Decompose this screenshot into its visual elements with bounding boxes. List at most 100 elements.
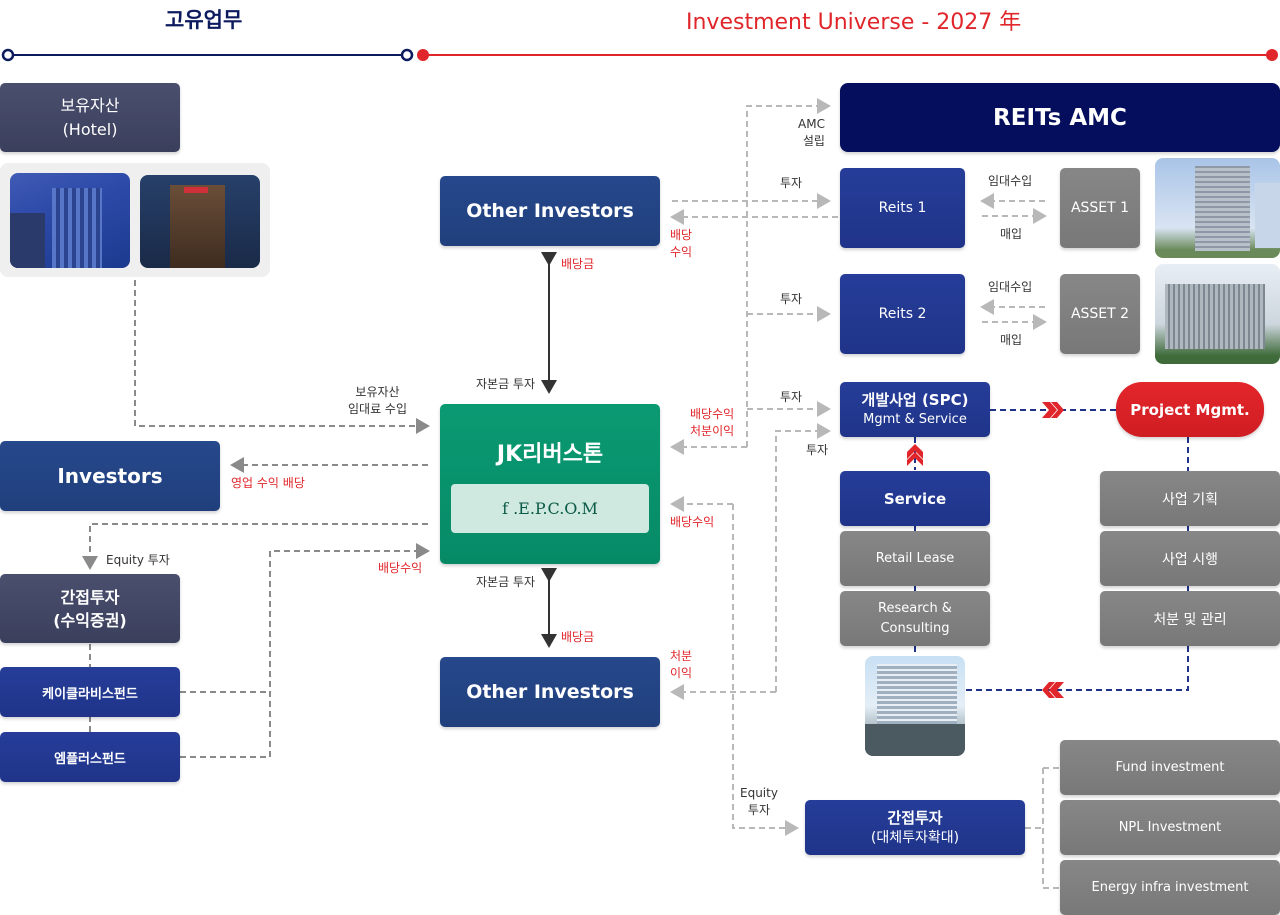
project-step-disposal: 처분 및 관리: [1100, 591, 1280, 646]
chevron-right-icon: [1042, 402, 1064, 418]
label-line: 설립: [802, 134, 825, 148]
holding-asset-title: 보유자산: [60, 95, 120, 115]
invest-label-spc: 투자: [780, 390, 803, 404]
label-line: 투자: [747, 803, 771, 817]
fund-box-kclavis: 케이클라비스펀드: [0, 667, 180, 717]
dividend-top-label: 배당금: [561, 257, 595, 271]
capital-top-label: 자본금 투자: [476, 377, 536, 391]
service-box: Service: [840, 471, 990, 526]
equity-investment-label: Equity 투자: [106, 553, 170, 567]
npl-investment-box: NPL Investment: [1060, 800, 1280, 855]
chevron-up-icon: [907, 444, 923, 466]
alt-investment-box: 간접투자 (대체투자확대): [805, 800, 1025, 855]
holding-asset-box: 보유자산 (Hotel): [0, 83, 180, 152]
dividend-income-mid-label: 배당수익: [670, 515, 715, 529]
energy-infra-investment-box: Energy infra investment: [1060, 860, 1280, 915]
label-line: 수익: [670, 245, 693, 259]
project-step-execution: 사업 시행: [1100, 531, 1280, 586]
label-line: 임대료 수입: [348, 402, 408, 416]
rent-income-label: 임대수입: [988, 280, 1033, 294]
holding-asset-sub: (Hotel): [62, 119, 118, 139]
dividend-income-top-label: 배당 수익: [670, 227, 692, 261]
alt-item-label: Fund investment: [1115, 760, 1225, 775]
asset-2-box: ASSET 2: [1060, 274, 1140, 354]
company-name: JK리버스톤: [496, 442, 604, 467]
alt-invest-sub: (대체투자확대): [870, 829, 960, 846]
spc-sub: Mgmt & Service: [863, 411, 967, 427]
dividend-bottom-label: 배당금: [561, 630, 595, 644]
project-step-label: 사업 시행: [1162, 551, 1218, 568]
indirect-investment-box: 간접투자 (수익증권): [0, 574, 180, 643]
reits-amc-label: REITs AMC: [993, 104, 1127, 131]
project-step-label: 처분 및 관리: [1153, 611, 1227, 628]
service-item-label: Research & Consulting: [878, 600, 952, 636]
hotel-photo-2: [140, 175, 260, 268]
project-step-planning: 사업 기획: [1100, 471, 1280, 526]
equity-invest-right-label: Equity 투자: [740, 785, 778, 819]
reits-amc-box: REITs AMC: [840, 83, 1280, 152]
asset-1-box: ASSET 1: [1060, 168, 1140, 248]
investors-label: Investors: [57, 464, 163, 488]
reits-label: Reits 1: [878, 200, 927, 216]
fund-label: 엠플러스펀드: [54, 751, 126, 767]
timeline-universe: [417, 49, 1278, 61]
reits-2-box: Reits 2: [840, 274, 965, 354]
service-label: Service: [883, 489, 947, 508]
investors-box: Investors: [0, 441, 220, 511]
fund-dividend-label: 배당수익: [378, 561, 423, 575]
label-line: 처분: [670, 649, 693, 663]
section-title-core-business: 고유업무: [165, 8, 243, 32]
retail-lease-box: Retail Lease: [840, 531, 990, 586]
company-subtitle: f .E.P.C.O.M: [502, 499, 598, 518]
dividend-disposal-label: 배당수익 처분이익: [690, 406, 734, 440]
timeline-core: [1, 48, 414, 62]
spc-box: 개발사업 (SPC) Mgmt & Service: [840, 382, 990, 437]
other-investors-top-box: Other Investors: [440, 176, 660, 246]
other-investors-bottom-box: Other Investors: [440, 657, 660, 727]
amc-establish-label: AMC 설립: [798, 116, 825, 150]
invest-label-reits1: 투자: [780, 176, 803, 190]
service-item-label: Retail Lease: [875, 551, 955, 566]
label-line: 처분이익: [690, 424, 735, 438]
disposal-gain-label: 처분 이익: [670, 648, 692, 682]
invest-label-reits2: 투자: [780, 292, 803, 306]
asset-1-photo: [1155, 158, 1280, 258]
fund-label: 케이클라비스펀드: [42, 686, 138, 702]
fund-box-mplus: 엠플러스펀드: [0, 732, 180, 782]
other-investors-label: Other Investors: [466, 200, 634, 222]
spc-title: 개발사업 (SPC): [861, 390, 969, 409]
label-line: Equity: [740, 786, 778, 800]
company-subtitle-box: f .E.P.C.O.M: [451, 484, 649, 533]
label-line: 배당: [670, 228, 693, 242]
research-consulting-box: Research & Consulting: [840, 591, 990, 646]
alt-item-label: NPL Investment: [1118, 820, 1222, 835]
project-mgmt-label: Project Mgmt.: [1130, 400, 1250, 419]
section-title-investment-universe: Investment Universe - 2027 年: [686, 10, 1022, 35]
reits-1-box: Reits 1: [840, 168, 965, 248]
alt-invest-title: 간접투자: [887, 808, 943, 827]
asset-label: ASSET 2: [1070, 306, 1130, 322]
development-photo: [865, 656, 965, 756]
indirect-sub: (수익증권): [53, 610, 127, 630]
label-line: 배당수익: [690, 407, 735, 421]
purchase-label: 매입: [1000, 227, 1023, 241]
holding-income-label: 보유자산 임대료 수입: [348, 384, 407, 418]
other-investors-label: Other Investors: [466, 681, 634, 703]
label-line: 이익: [670, 666, 693, 680]
reits-label: Reits 2: [878, 306, 927, 322]
hotel-photo-1: [10, 173, 130, 268]
asset-2-photo: [1155, 264, 1280, 364]
purchase-label: 매입: [1000, 333, 1023, 347]
indirect-title: 간접투자: [60, 587, 120, 607]
chevron-left-icon: [1042, 682, 1064, 698]
label-line: AMC: [798, 117, 825, 131]
invest-label-spc-2: 투자: [806, 443, 829, 457]
operating-dividend-label: 영업 수익 배당: [231, 476, 305, 490]
rent-income-label: 임대수입: [988, 174, 1033, 188]
project-mgmt-box: Project Mgmt.: [1116, 382, 1264, 437]
label-line: 보유자산: [355, 385, 400, 399]
company-box: JK리버스톤 f .E.P.C.O.M: [440, 404, 660, 564]
capital-bottom-label: 자본금 투자: [476, 575, 536, 589]
asset-label: ASSET 1: [1070, 200, 1130, 216]
